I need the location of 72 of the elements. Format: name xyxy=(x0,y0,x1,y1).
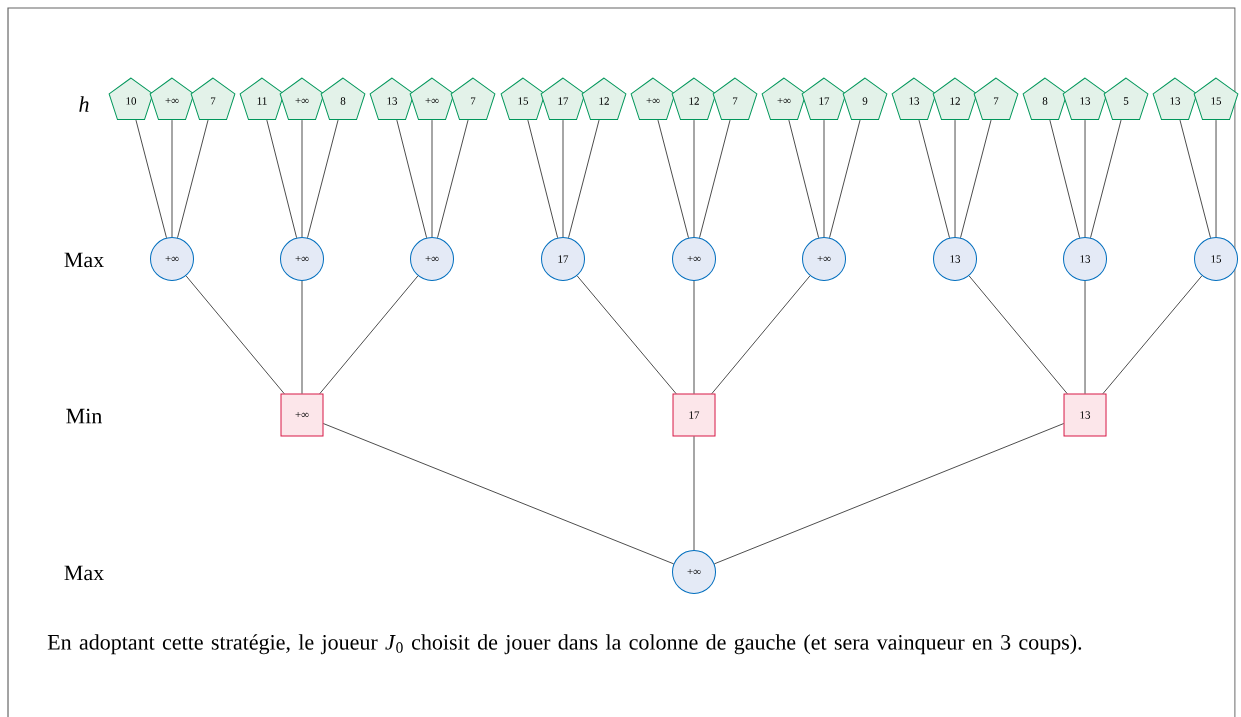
tree-edge xyxy=(693,119,695,238)
pentagon-node: 15 xyxy=(1193,77,1239,121)
pentagon-node: 13 xyxy=(1062,77,1108,121)
pentagon-node: 17 xyxy=(801,77,847,121)
tree-edge xyxy=(135,119,167,239)
tree-edge xyxy=(657,119,689,239)
tree-edge xyxy=(968,275,1068,394)
tree-edge xyxy=(714,423,1064,565)
tree-edge xyxy=(171,119,173,238)
pentagon-node: 7 xyxy=(973,77,1019,121)
tree-edge xyxy=(576,275,677,394)
pentagon-node: 12 xyxy=(581,77,627,121)
tree-edge xyxy=(266,119,297,239)
pentagon-node: +∞ xyxy=(279,77,325,121)
tree-edge xyxy=(711,275,811,394)
tree-edge xyxy=(319,275,419,394)
pentagon-node: 13 xyxy=(369,77,415,121)
pentagon-node: 7 xyxy=(190,77,236,121)
tree-edge xyxy=(1102,275,1203,394)
min-square: 17 xyxy=(672,393,716,437)
pentagon-node: 10 xyxy=(108,77,154,121)
pentagon-node: 7 xyxy=(712,77,758,121)
pentagon-node: 17 xyxy=(540,77,586,121)
pentagon-node: 12 xyxy=(932,77,978,121)
tree-edge xyxy=(954,119,956,238)
tree-edge xyxy=(823,119,825,238)
tree-edge xyxy=(177,119,209,239)
tree-edge xyxy=(301,280,303,394)
caption: En adoptant cette stratégie, le joueur J$_{0}$ choisit de jouer dans la colonne de gauche (et sera vainqueur en 3 coups). xyxy=(47,634,1082,655)
pentagon-node: 9 xyxy=(842,77,888,121)
pentagon-node: 12 xyxy=(671,77,717,121)
tree-edge xyxy=(301,119,303,238)
pentagon-node: 11 xyxy=(239,77,285,121)
tree-edge xyxy=(437,119,469,239)
tree-edge xyxy=(918,119,950,239)
tree-edge xyxy=(960,119,992,239)
level-label: Max xyxy=(64,252,104,268)
tree-edge xyxy=(1179,119,1211,239)
pentagon-node: 15 xyxy=(500,77,546,121)
pentagon-node: 7 xyxy=(450,77,496,121)
tree-edge xyxy=(1215,119,1217,238)
pentagon-node: 8 xyxy=(1022,77,1068,121)
tree-edge xyxy=(527,119,558,239)
tree-edge xyxy=(562,119,564,238)
pentagon-node: +∞ xyxy=(149,77,195,121)
min-square: +∞ xyxy=(280,393,324,437)
tree-edge xyxy=(829,119,861,239)
tree-edge xyxy=(693,436,695,551)
pentagon-node: +∞ xyxy=(761,77,807,121)
min-square: 13 xyxy=(1063,393,1107,437)
tree-edge xyxy=(1049,119,1080,239)
tree-edge xyxy=(699,119,731,239)
pentagon-node: 13 xyxy=(1152,77,1198,121)
pentagon-node: 13 xyxy=(891,77,937,121)
tree-edge xyxy=(431,119,433,238)
tree-edge xyxy=(788,119,819,239)
level-label: h xyxy=(79,96,89,112)
tree-edge xyxy=(1084,280,1086,394)
tree-edge xyxy=(323,423,674,565)
tree-edge xyxy=(307,119,339,239)
tree-edge xyxy=(1090,119,1122,239)
tree-edge xyxy=(568,119,600,239)
tree-edge xyxy=(396,119,427,239)
pentagon-node: 5 xyxy=(1103,77,1149,121)
level-label: Min xyxy=(66,408,102,424)
tree-edge xyxy=(693,280,695,394)
tree-edge xyxy=(185,275,285,394)
pentagon-node: 8 xyxy=(320,77,366,121)
level-label: Max xyxy=(64,565,104,581)
pentagon-node: +∞ xyxy=(630,77,676,121)
pentagon-node: +∞ xyxy=(409,77,455,121)
tree-edge xyxy=(1084,119,1086,238)
